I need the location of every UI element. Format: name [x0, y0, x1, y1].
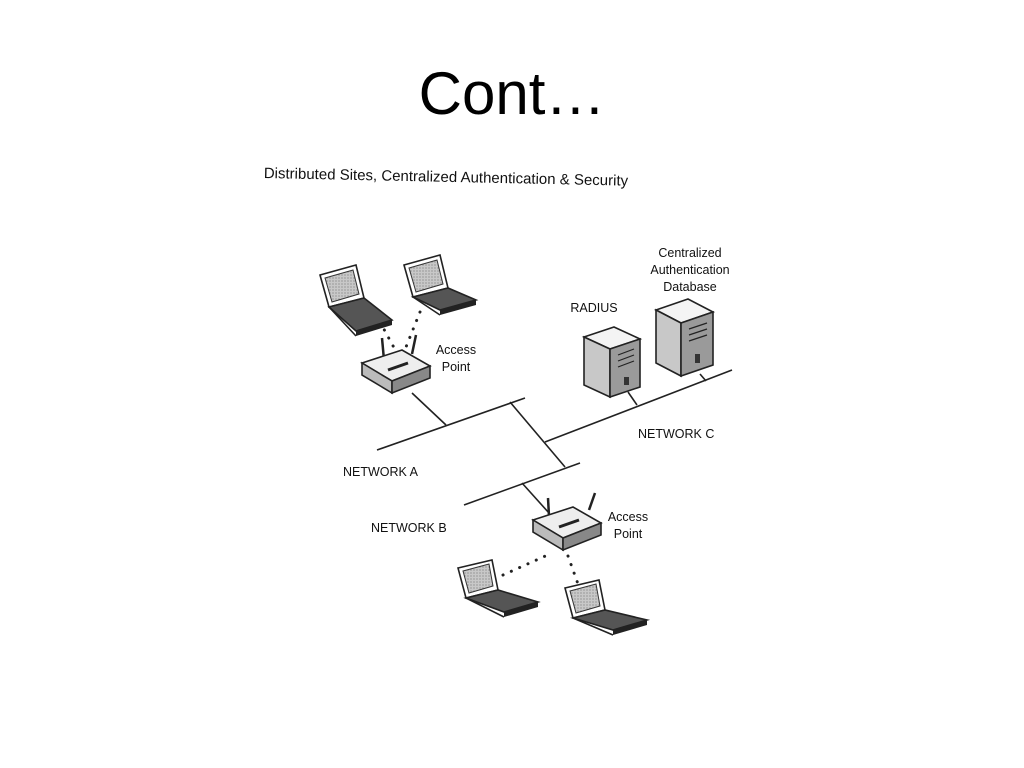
network-lines: [376, 369, 733, 514]
wireless-link: [378, 320, 400, 357]
network-a-line: [376, 397, 526, 451]
database-server-icon: [653, 298, 716, 378]
ap-top-drop: [411, 392, 447, 426]
laptop-icon: [564, 579, 651, 636]
wireless-link: [402, 310, 422, 354]
network-c-line: [544, 369, 733, 443]
router-link: [509, 401, 566, 468]
wireless-link: [566, 554, 580, 586]
access-point-label-top: Access Point: [435, 343, 477, 374]
db-drop: [699, 373, 707, 382]
slide-title: Cont…: [418, 60, 606, 127]
access-point-icon: [531, 492, 603, 552]
network-b-label: NETWORK B: [371, 521, 447, 535]
network-a-label: NETWORK A: [343, 465, 419, 479]
wireless-link: [501, 551, 554, 577]
laptop-icon: [319, 264, 394, 337]
radius-drop: [627, 391, 638, 406]
access-point-label-bottom: Access Point: [607, 510, 649, 541]
access-point-icon: [360, 334, 432, 395]
network-c-label: NETWORK C: [638, 427, 715, 441]
ap-bottom-drop: [521, 482, 550, 514]
radius-server-icon: [581, 326, 643, 399]
radius-label: RADIUS: [570, 301, 618, 315]
laptop-icon: [457, 559, 541, 618]
laptop-icon: [403, 254, 479, 316]
central-db-label: Centralized Authentication Database: [650, 246, 730, 294]
wireless-links: [378, 310, 580, 586]
